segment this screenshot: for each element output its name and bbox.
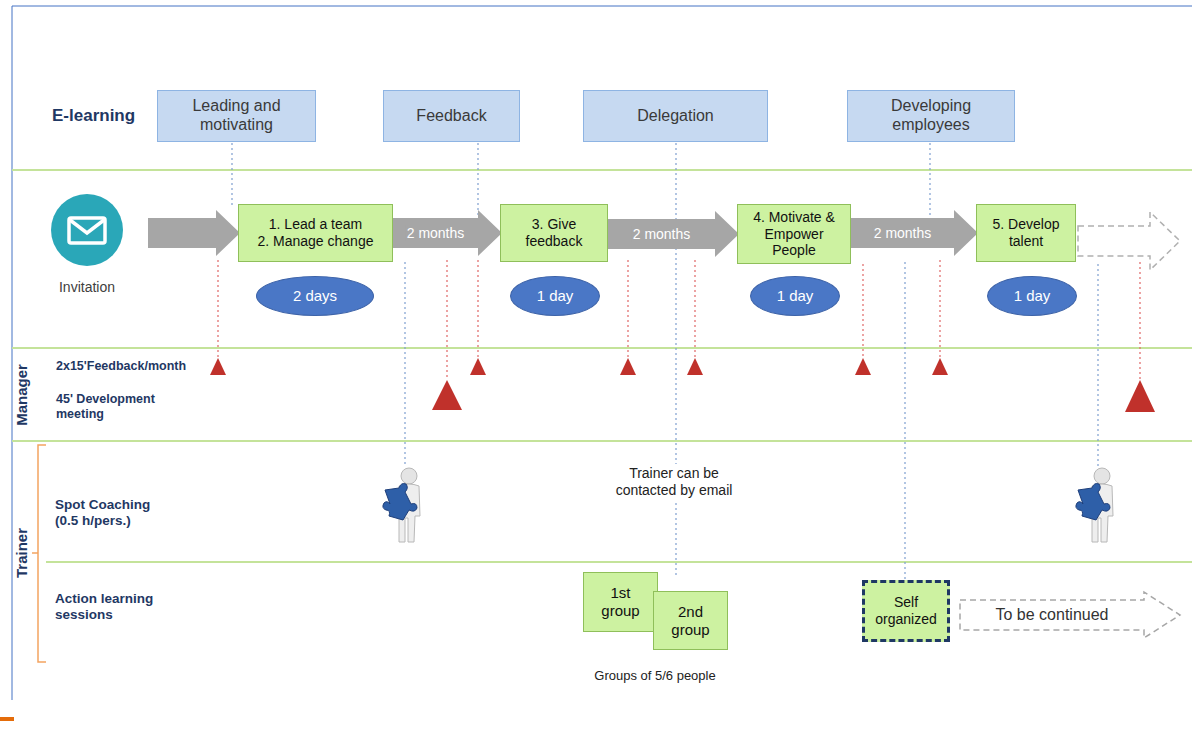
module-box: 3. Give feedback	[500, 204, 608, 262]
coaching-label: Spot Coaching (0.5 h/pers.)	[55, 497, 173, 529]
blue-dotted-leaders	[232, 143, 1098, 582]
separator	[46, 561, 1192, 563]
timeline-arrow	[393, 210, 502, 256]
group-box: 1st group	[583, 572, 658, 632]
node-text: Self organized	[871, 594, 941, 627]
puzzle-piece	[383, 484, 417, 521]
row-title: Trainer	[13, 528, 31, 578]
elearning-box: Feedback	[383, 90, 520, 142]
duration-oval: 1 day	[750, 276, 840, 316]
meeting-label: 45' Development meeting	[56, 392, 174, 422]
frame-top	[12, 6, 1192, 7]
timeline-arrow	[148, 210, 240, 256]
node-text: To be continued	[996, 606, 1109, 625]
trainer-bracket	[32, 445, 46, 662]
meeting-triangles	[210, 358, 1155, 412]
row-title: Manager	[13, 364, 31, 426]
note: Groups of 5/6 people	[575, 668, 735, 684]
figure-head	[401, 468, 417, 484]
frame-left	[12, 6, 13, 700]
leader-line	[231, 143, 232, 205]
group-box: 2nd group	[653, 591, 728, 650]
separator	[12, 440, 1192, 442]
corner-mark	[0, 717, 14, 721]
feedback-triangle	[470, 358, 486, 375]
module-box: 1. Lead a team2. Manage change	[238, 204, 393, 262]
figure-head	[1094, 468, 1110, 484]
node-text: Developing employees	[854, 97, 1008, 135]
continuation-arrow	[1078, 212, 1180, 270]
leader-line	[862, 264, 863, 358]
timeline-arrow	[851, 210, 978, 256]
elearning-box: Delegation	[583, 90, 768, 142]
envelope-shape	[69, 218, 105, 243]
coaching-figure	[383, 468, 420, 542]
node-text: 1st group	[594, 584, 647, 619]
envelope-flap	[70, 220, 104, 233]
leader-line	[1097, 264, 1098, 466]
node-text: Invitation	[59, 279, 115, 296]
module-box: 5. Develop talent	[976, 204, 1076, 262]
note: Trainer can be contacted by email	[603, 464, 745, 500]
duration-oval: 2 days	[256, 276, 374, 316]
node-text: 2nd group	[664, 603, 717, 638]
frame	[12, 6, 1192, 700]
coaching-figure	[1076, 468, 1113, 542]
red-dotted-leaders	[218, 260, 1140, 380]
duration-oval: 1 day	[510, 276, 600, 316]
edge-label: 2 months	[631, 226, 693, 242]
row-title: E-learning	[52, 106, 135, 126]
node-text: 4. Motivate & Empower People	[743, 209, 845, 259]
leader-line	[446, 260, 447, 380]
invitation-icon: Invitation	[48, 193, 126, 296]
leader-line	[1139, 262, 1140, 380]
node-text: 3. Give feedback	[506, 216, 602, 249]
edge-label: 2 months	[405, 225, 467, 241]
node-text: Feedback	[416, 107, 486, 126]
meeting-label: 2x15'Feedback/month	[56, 359, 186, 374]
development-triangle	[432, 380, 462, 410]
separator	[12, 347, 1192, 349]
module-box: 4. Motivate & Empower People	[737, 204, 851, 264]
node-text: 5. Develop talent	[982, 216, 1070, 249]
feedback-triangle	[932, 358, 948, 375]
leader-line	[904, 262, 905, 582]
node-text: Leading and motivating	[164, 97, 309, 135]
feedback-triangle	[620, 358, 636, 375]
envelope-circle	[50, 193, 124, 267]
leader-line	[627, 260, 628, 358]
circle-shape	[51, 194, 123, 266]
edge-label: 2 months	[872, 225, 934, 241]
node-text: 1 day	[537, 287, 574, 305]
development-triangle	[1125, 380, 1155, 412]
continuation-arrow-box: To be continued	[958, 590, 1182, 640]
timeline-arrow	[608, 211, 739, 257]
row-separators	[12, 170, 1192, 562]
leader-line	[939, 260, 940, 358]
feedback-triangle	[210, 358, 226, 375]
leader-line	[217, 260, 218, 358]
node-text: 1 day	[777, 287, 814, 305]
leader-line	[477, 260, 478, 358]
leader-line	[694, 260, 695, 358]
feedback-triangle	[855, 358, 871, 375]
elearning-box: Leading and motivating	[157, 90, 316, 142]
node-text: 1. Lead a team	[269, 216, 362, 233]
arrow-shape	[960, 592, 1180, 638]
node-text: 1 day	[1014, 287, 1051, 305]
separator	[12, 169, 1192, 171]
node-text: 2 days	[293, 287, 337, 305]
leader-line	[675, 143, 676, 578]
session-label: Action learning sessions	[55, 591, 173, 623]
leader-line	[404, 262, 405, 466]
node-text: Delegation	[637, 107, 714, 126]
feedback-triangle	[687, 358, 703, 375]
self-organized-box: Self organized	[862, 580, 950, 642]
duration-oval: 1 day	[987, 276, 1077, 316]
elearning-box: Developing employees	[847, 90, 1015, 142]
node-text: 2. Manage change	[258, 233, 374, 250]
puzzle-piece	[1076, 484, 1110, 521]
leader-line	[929, 143, 930, 225]
